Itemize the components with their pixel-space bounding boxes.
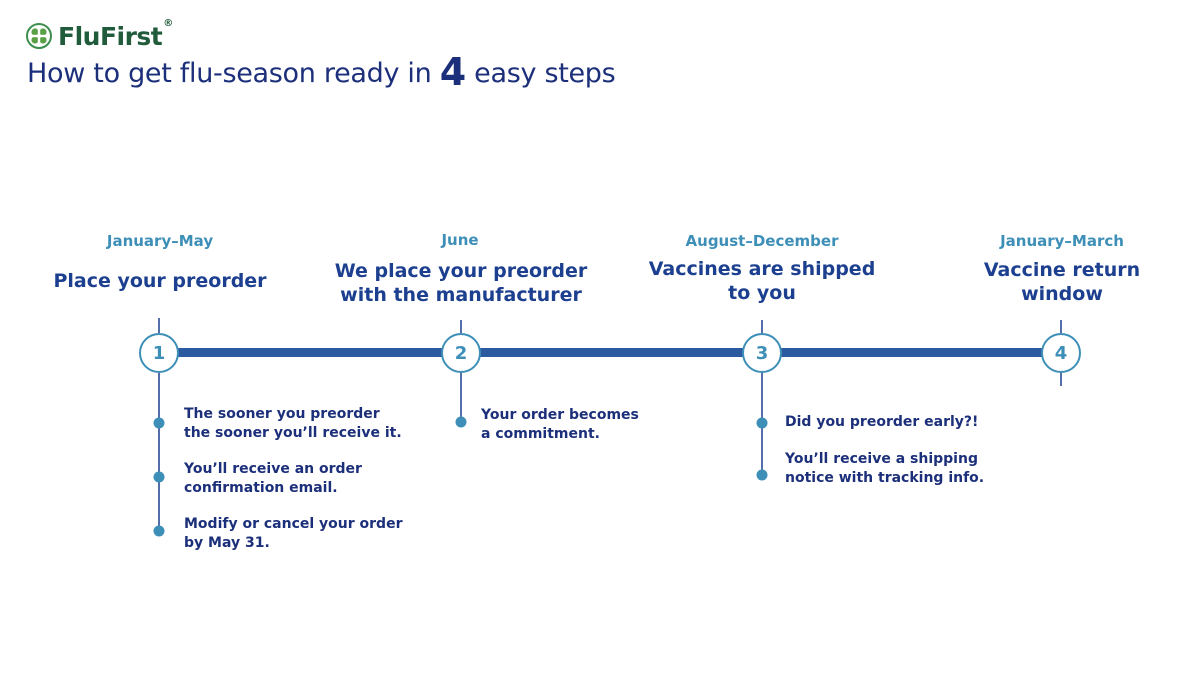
note-line: Your order becomes — [481, 407, 639, 423]
note-line: You’ll receive a shipping — [785, 451, 978, 467]
step-4-period: January–March — [1000, 232, 1124, 250]
step-3-number-circle: 3 — [742, 333, 782, 373]
step-2-title: We place your preorder with the manufact… — [321, 259, 601, 307]
note-line: a commitment. — [481, 426, 600, 442]
note-line: notice with tracking info. — [785, 470, 985, 486]
step-4-title-line: Vaccine return — [983, 259, 1141, 281]
step-3-note-dot — [756, 469, 768, 481]
step-1-title-line: Place your preorder — [53, 270, 267, 292]
step-4-title-line: window — [1021, 283, 1103, 305]
page-headline: How to get flu-season ready in 4 easy st… — [27, 53, 616, 91]
note-line: The sooner you preorder — [184, 406, 380, 422]
step-1-note-dot — [153, 471, 165, 483]
step-2-note: Your order becomes a commitment. — [481, 406, 639, 444]
brand-logo: FluFirst® — [26, 17, 173, 52]
step-2-number-circle: 2 — [441, 333, 481, 373]
step-1-number-circle: 1 — [139, 333, 179, 373]
step-3-period: August–December — [685, 232, 839, 250]
step-4-title: Vaccine return window — [922, 258, 1200, 306]
note-line: by May 31. — [184, 535, 270, 551]
step-1-note: The sooner you preorder the sooner you’l… — [184, 405, 402, 443]
step-1-note: You’ll receive an order confirmation ema… — [184, 460, 362, 498]
step-3-title-line: to you — [728, 282, 796, 304]
note-line: Did you preorder early?! — [785, 414, 979, 430]
brand-name: FluFirst® — [58, 17, 173, 51]
step-3-note: Did you preorder early?! — [785, 413, 978, 432]
clover-cross-icon — [26, 23, 52, 49]
step-2-title-line: with the manufacturer — [340, 284, 582, 306]
note-line: confirmation email. — [184, 480, 338, 496]
registered-mark: ® — [163, 17, 173, 29]
step-1-note-dot — [153, 417, 165, 429]
step-3-note: You’ll receive a shipping notice with tr… — [785, 450, 984, 488]
timeline-bar — [160, 348, 1060, 357]
step-3-title: Vaccines are shipped to you — [622, 257, 902, 305]
step-1-title: Place your preorder — [20, 269, 300, 293]
headline-step-count: 4 — [439, 50, 466, 94]
step-1-note-dot — [153, 525, 165, 537]
headline-text-after: easy steps — [465, 58, 616, 89]
step-2-note-dot — [455, 416, 467, 428]
step-2-title-line: We place your preorder — [334, 260, 588, 282]
step-3-note-dot — [756, 417, 768, 429]
headline-text-before: How to get flu-season ready in — [27, 58, 440, 89]
note-line: the sooner you’ll receive it. — [184, 425, 402, 441]
note-line: Modify or cancel your order — [184, 516, 403, 532]
note-line: You’ll receive an order — [184, 461, 362, 477]
step-4-number-circle: 4 — [1041, 333, 1081, 373]
step-1-note: Modify or cancel your order by May 31. — [184, 515, 402, 553]
step-2-period: June — [441, 231, 479, 249]
step-3-title-line: Vaccines are shipped — [648, 258, 876, 280]
step-1-period: January–May — [106, 232, 214, 250]
